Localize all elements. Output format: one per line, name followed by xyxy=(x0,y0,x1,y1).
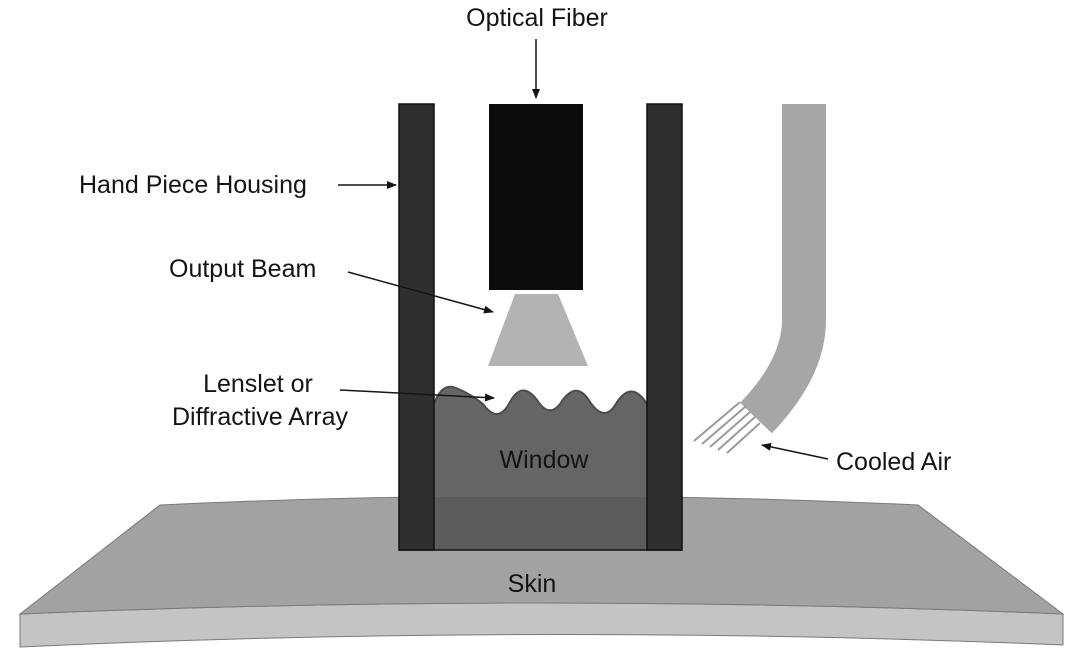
label-lenslet-line1: Lenslet or xyxy=(203,370,313,398)
cooled-air-arrow xyxy=(761,442,829,460)
window-lower-band xyxy=(434,497,647,550)
hand-piece-housing xyxy=(398,103,683,551)
label-output-beam: Output Beam xyxy=(169,255,316,283)
label-hand-piece-housing: Hand Piece Housing xyxy=(79,171,307,199)
label-cooled-air: Cooled Air xyxy=(836,448,951,476)
output-beam xyxy=(488,294,588,366)
optical-fiber xyxy=(489,104,583,290)
label-window: Window xyxy=(500,446,590,474)
lenslet-arrow xyxy=(339,389,495,402)
label-skin: Skin xyxy=(508,570,557,598)
label-lenslet-line2: Diffractive Array xyxy=(172,403,348,431)
housing-left-wall xyxy=(398,103,435,551)
skin xyxy=(18,495,1065,648)
output-beam-arrow xyxy=(347,271,494,314)
skin-front-face xyxy=(19,602,1064,648)
cooled-air-tube xyxy=(739,104,826,434)
window xyxy=(433,385,648,550)
label-optical-fiber: Optical Fiber xyxy=(466,4,608,32)
lenslet-array-edge xyxy=(433,385,648,415)
cooled-air-streams xyxy=(693,401,761,454)
housing-right-wall xyxy=(646,103,683,551)
